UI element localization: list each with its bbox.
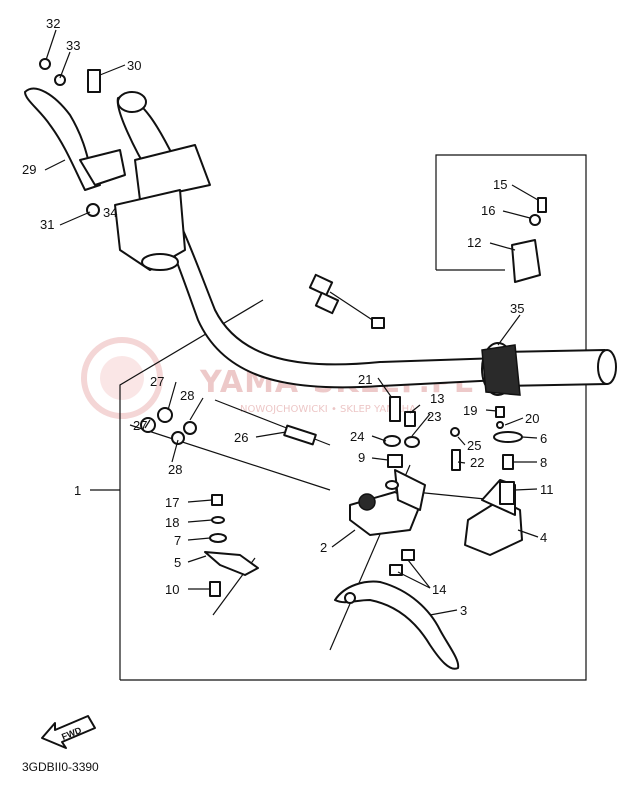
fwd-arrow-icon: FWD: [41, 715, 96, 749]
callout-11: 11: [540, 482, 554, 497]
callout-29: 29: [22, 162, 36, 177]
callout-17: 17: [165, 495, 179, 510]
callout-7: 7: [174, 533, 181, 548]
callout-35: 35: [510, 301, 524, 316]
callout-26: 26: [234, 430, 248, 445]
callout-13: 13: [430, 391, 444, 406]
callout-9: 9: [358, 450, 365, 465]
callout-6: 6: [540, 431, 547, 446]
callout-19: 19: [463, 403, 477, 418]
handlebar: [114, 91, 617, 396]
callout-2: 2: [320, 540, 327, 555]
small-parts-left: [204, 494, 259, 597]
callout-34: 34: [103, 205, 117, 220]
callout-24: 24: [350, 429, 364, 444]
watermark-subtitle: NOWOJCHOWICKI • SKLEP YAMAHA: [240, 404, 416, 415]
callout-28-upper: 28: [180, 388, 194, 403]
callout-10: 10: [165, 582, 179, 597]
callout-12: 12: [467, 235, 481, 250]
callout-27-upper: 27: [150, 374, 164, 389]
callout-31: 31: [40, 217, 54, 232]
callout-25: 25: [467, 438, 481, 453]
callout-4: 4: [540, 530, 547, 545]
callout-33: 33: [66, 38, 80, 53]
callout-20: 20: [525, 411, 539, 426]
callout-22: 22: [470, 455, 484, 470]
callout-15: 15: [493, 177, 507, 192]
callout-labels: 32 33 30 29 34 31 15 16 12 35 27 28 21 1…: [22, 16, 554, 618]
cables: [129, 273, 496, 651]
callout-5: 5: [174, 555, 181, 570]
callout-28-lower: 28: [168, 462, 182, 477]
callout-27-lower: 27: [133, 418, 147, 433]
callout-18: 18: [165, 515, 179, 530]
callout-23: 23: [427, 409, 441, 424]
callout-1: 1: [74, 483, 81, 498]
callout-14: 14: [432, 582, 446, 597]
callout-16: 16: [481, 203, 495, 218]
left-lever-assembly: [24, 58, 126, 217]
right-master-cylinder: [334, 197, 547, 670]
callout-30: 30: [127, 58, 141, 73]
callout-32: 32: [46, 16, 60, 31]
leader-lines: [44, 29, 539, 616]
diagram-code: 3GDBII0-3390: [22, 760, 99, 774]
callout-21: 21: [358, 372, 372, 387]
callout-3: 3: [460, 603, 467, 618]
callout-8: 8: [540, 455, 547, 470]
